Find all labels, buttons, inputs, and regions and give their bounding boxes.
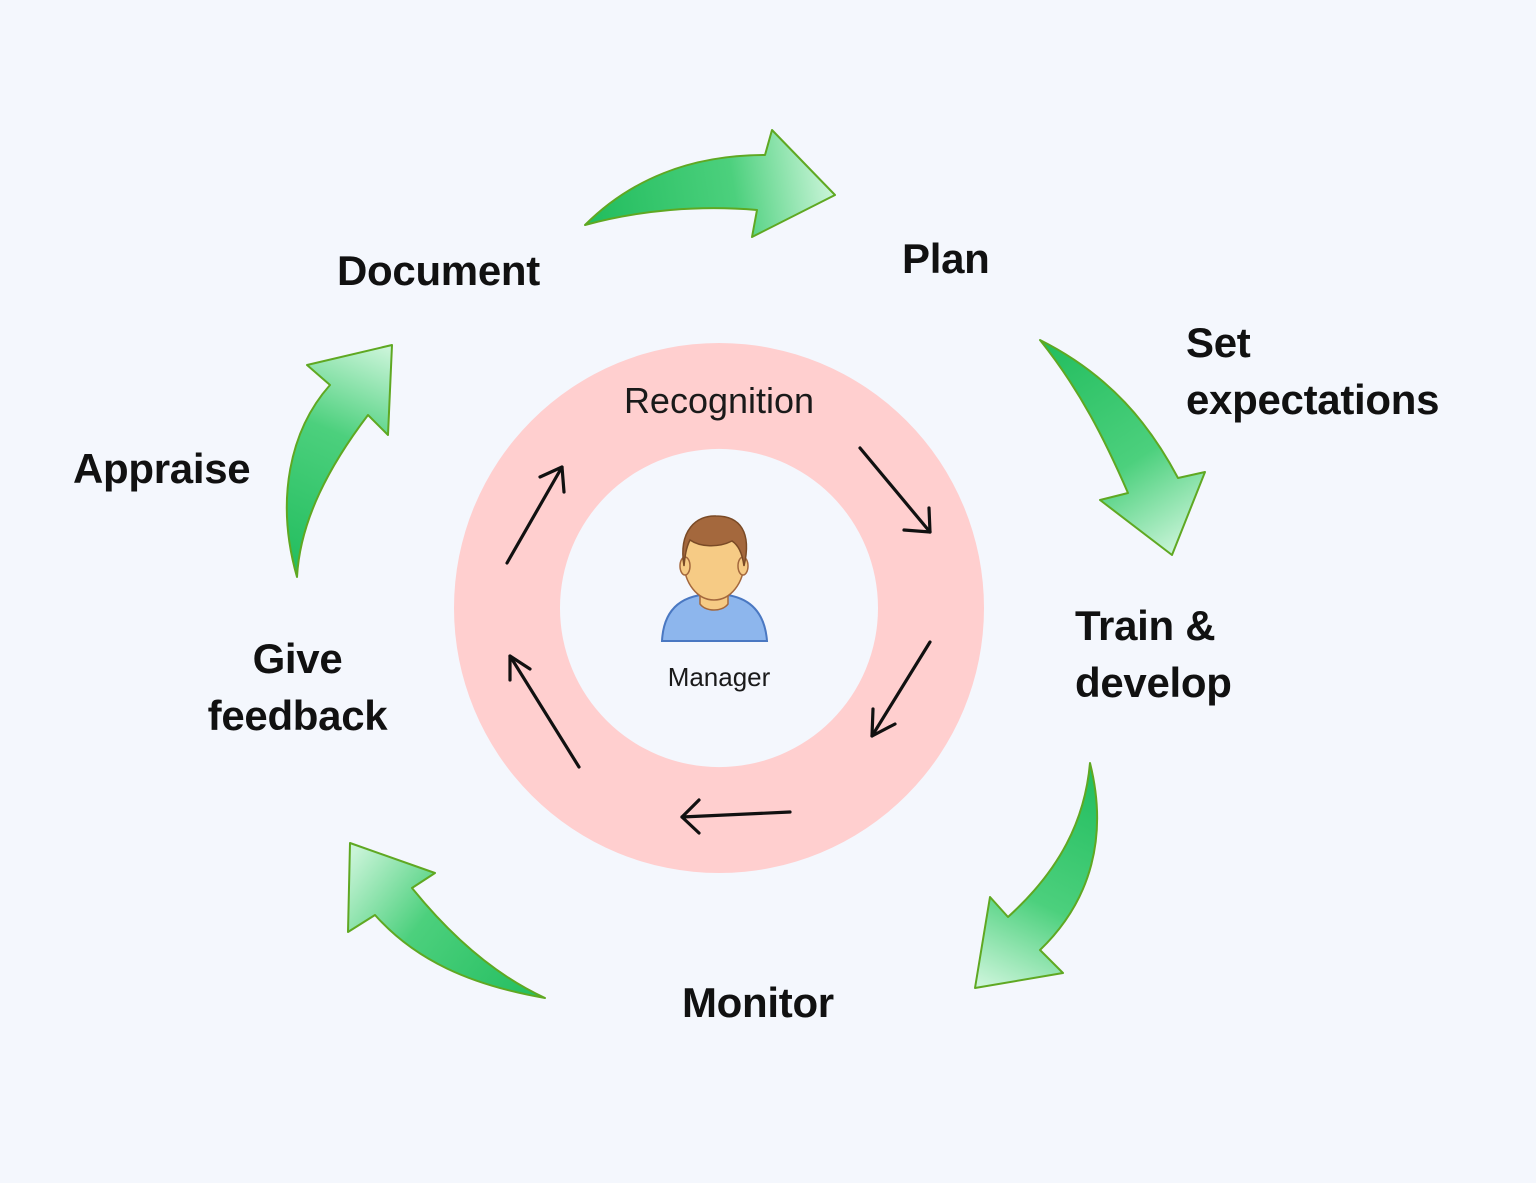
stage-label-train-develop: Train & develop	[1075, 597, 1232, 711]
curved-arrow-monitor-to-feedback-icon	[347, 842, 546, 999]
inner-arrow-bottom-icon	[680, 798, 792, 835]
stage-label-set-expectations-line2: expectations	[1186, 376, 1440, 424]
stage-label-document: Document	[337, 247, 540, 294]
inner-arrow-left-upper-icon	[505, 465, 566, 565]
manager-avatar-icon	[660, 515, 769, 642]
recognition-ring	[454, 343, 984, 873]
stage-label-give-feedback: Give feedback	[190, 630, 405, 744]
inner-arrow-top-right-icon	[858, 446, 932, 534]
manager-label: Manager	[667, 662, 771, 692]
inner-arrow-left-lower-icon	[508, 654, 581, 769]
stage-label-monitor: Monitor	[682, 979, 834, 1026]
recognition-title: Recognition	[623, 380, 815, 421]
inner-arrow-right-lower-icon	[870, 640, 932, 738]
stage-label-give-feedback-line1: Give	[252, 635, 343, 682]
stage-label-plan: Plan	[902, 235, 990, 282]
curved-arrow-appraise-to-document-icon	[285, 344, 393, 578]
stage-label-set-expectations: Set expectations	[1186, 314, 1439, 428]
curved-arrow-plan-to-train-icon	[1039, 339, 1206, 556]
stage-label-train-develop-line1: Train &	[1075, 602, 1216, 649]
stage-label-give-feedback-line2: feedback	[207, 692, 388, 740]
curved-arrow-train-to-monitor-icon	[974, 762, 1099, 989]
stage-label-appraise: Appraise	[73, 445, 251, 492]
stage-label-set-expectations-line1: Set	[1186, 319, 1251, 366]
stage-label-train-develop-line2: develop	[1075, 659, 1232, 707]
curved-arrow-document-to-plan-icon	[584, 129, 836, 238]
